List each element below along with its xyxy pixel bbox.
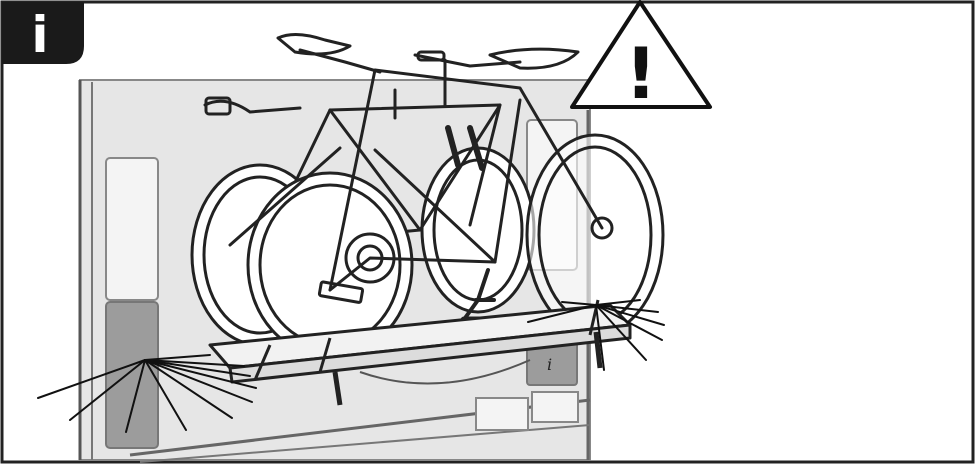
warning-sign: ! (572, 2, 710, 115)
info-icon: i (31, 6, 48, 64)
info-badge: i (2, 2, 84, 64)
wall-marking-letter: i (547, 355, 552, 374)
warning-triangle-icon: ! (625, 33, 657, 115)
